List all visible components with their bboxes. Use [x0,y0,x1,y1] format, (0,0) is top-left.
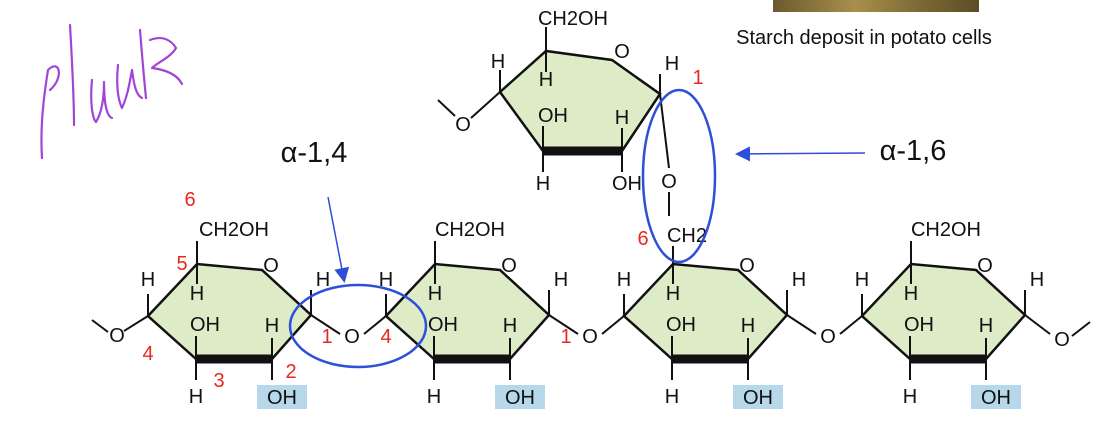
branch-h: H [665,53,679,75]
ring3-h: H [792,269,806,291]
ring4-h: H [1030,269,1044,291]
carbon-number-c1: 1 [560,326,571,348]
ring3-oh: OH [666,314,696,336]
ring4-h: H [904,283,918,305]
branch-h: H [539,69,553,91]
branch-glucose-ring: CH2OH O H H O OH H H H OH O CH2 1 6 [437,8,707,250]
ring2-c2-oh: OH [505,387,535,409]
branch-h: H [536,173,550,195]
alpha-1-4-circle [288,283,428,369]
carbon-number-c4: 4 [142,343,153,365]
ring4-h: H [855,269,869,291]
branch-link-oxygen: O [455,114,471,136]
ring4-oh-highlight [971,385,1021,409]
glucose-ring-1: CH2OH O H H O OH H H H OH 6 5 4 3 2 1 [91,189,341,409]
carbon-number-c5: 5 [176,253,187,275]
ring1-c2-oh: OH [267,387,297,409]
ring2-h: H [379,269,393,291]
alpha-1-6-arrow [735,146,866,162]
branch-oh: OH [538,105,568,127]
alpha-1-6-bridge-oxygen: O [661,171,677,193]
handwriting-plants [40,23,184,160]
ring1-h: H [141,269,155,291]
ring1-left-oxygen: O [109,325,125,347]
glucose-ring-4: CH2OH O H H OH H H H O OH [855,219,1091,409]
branch-h: H [491,51,505,73]
carbon-number-c4: 4 [380,326,391,348]
glucose-ring-3: O H H OH H H H OH [617,246,817,409]
branch-h: H [615,107,629,129]
ring4-oh: OH [904,314,934,336]
ring1-h: H [189,386,203,408]
ring1-oh: OH [190,314,220,336]
ring3-h: H [666,283,680,305]
ring2-oh-highlight [495,385,545,409]
ring1-ch2oh: CH2OH [199,219,269,241]
ring4-ring-oxygen: O [977,255,993,277]
ring4-c2-oh: OH [981,387,1011,409]
ring2-h: H [427,386,441,408]
ring4-h: H [979,315,993,337]
alpha-1-6-circle [641,88,717,264]
ring4-ch2oh: CH2OH [911,219,981,241]
bridge-oxygen: O [582,326,598,348]
carbon-number-c1: 1 [321,326,332,348]
carbon-number-c3: 3 [213,370,224,392]
ring2-h: H [503,315,517,337]
ring2-ch2oh: CH2OH [435,219,505,241]
carbon-number-c6: 6 [184,189,195,211]
branch-ring-oxygen: O [614,41,630,63]
ring1-oh-highlight [257,385,307,409]
carbon-number-c2: 2 [285,361,296,383]
ring3-oh-highlight [733,385,783,409]
alpha-1-4-arrow [327,196,350,283]
ring3-h: H [665,386,679,408]
carbon-number-c6: 6 [637,228,648,250]
ring1-h: H [265,315,279,337]
ring1-h: H [190,283,204,305]
branch-ch2oh: CH2OH [538,8,608,30]
alpha-1-4-label: α-1,4 [281,137,348,169]
carbon-number-c1: 1 [692,67,703,89]
ring3-h: H [741,315,755,337]
ring4-h: H [903,386,917,408]
alpha-1-6-label: α-1,6 [880,135,947,167]
potato-photo [773,0,979,12]
alpha-1-4-bridge-oxygen: O [344,326,360,348]
ring2-oh: OH [428,314,458,336]
glucose-ring-2: CH2OH O H H OH H H H OH 4 1 [379,219,579,409]
ring4-right-oxygen: O [1054,329,1070,351]
ring3-h: H [617,269,631,291]
branch-oh: OH [612,173,642,195]
ch2-group: CH2 [667,225,707,247]
ring2-h: H [554,269,568,291]
ring2-h: H [428,283,442,305]
photo-caption: Starch deposit in potato cells [736,27,992,49]
ring1-ring-oxygen: O [263,255,279,277]
ring1-h: H [316,269,330,291]
ring3-ring-oxygen: O [739,255,755,277]
ring2-ring-oxygen: O [501,255,517,277]
bridge-oxygen: O [820,326,836,348]
ring3-c2-oh: OH [743,387,773,409]
